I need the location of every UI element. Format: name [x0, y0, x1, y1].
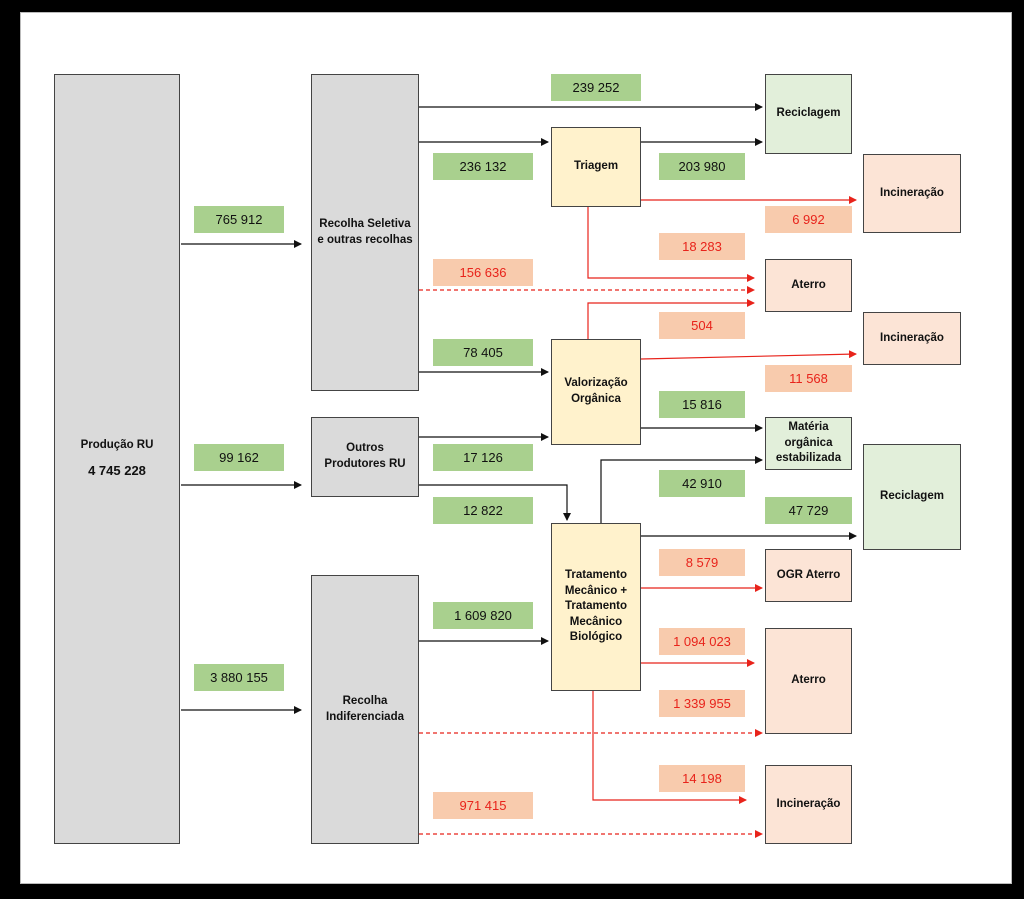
flow-label-seletiva-triagem: 236 132	[433, 153, 533, 180]
arrow-valorizacao-aterro	[587, 299, 755, 339]
reciclagem-box-1: Reciclagem	[765, 74, 852, 154]
flow-label-tratamento-materia: 42 910	[659, 470, 745, 497]
ogr-aterro-box: OGR Aterro	[765, 549, 852, 602]
materia-organica-box: Matéria orgânica estabilizada	[765, 417, 852, 470]
flow-label-outros-valorizacao: 17 126	[433, 444, 533, 471]
recolha-seletiva-box: Recolha Seletiva e outras recolhas	[311, 74, 419, 391]
diagram-canvas: Produção RU 4 745 228 Recolha Seletiva e…	[20, 12, 1012, 884]
arrow-outros-tratamento	[419, 484, 571, 521]
flow-label-valorizacao-aterro: 504	[659, 312, 745, 339]
flow-label-valorizacao-materia: 15 816	[659, 391, 745, 418]
flow-label-tratamento-ogr: 8 579	[659, 549, 745, 576]
flow-label-indif-aterro: 1 339 955	[659, 690, 745, 717]
arrow-triagem-aterro	[587, 207, 755, 282]
incineracao-box-2: Incineração	[863, 312, 961, 365]
tratamento-mecanico-box: Tratamento Mecânico + Tratamento Mecânic…	[551, 523, 641, 691]
flow-label-prod-seletiva: 765 912	[194, 206, 284, 233]
flow-label-valorizacao-incineracao: 11 568	[765, 365, 852, 392]
incineracao-box-1: Incineração	[863, 154, 961, 233]
flow-label-seletiva-valorizacao: 78 405	[433, 339, 533, 366]
flow-label-triagem-aterro: 18 283	[659, 233, 745, 260]
flow-label-outros-tratamento: 12 822	[433, 497, 533, 524]
valorizacao-organica-box: Valorização Orgânica	[551, 339, 641, 445]
incineracao-box-3: Incineração	[765, 765, 852, 844]
flow-label-tratamento-aterro: 1 094 023	[659, 628, 745, 655]
producao-ru-title: Produção RU	[80, 439, 154, 452]
arrow-tratamento-incineracao	[592, 691, 747, 804]
flow-label-prod-outros: 99 162	[194, 444, 284, 471]
flow-label-indif-incineracao: 971 415	[433, 792, 533, 819]
reciclagem-box-2: Reciclagem	[863, 444, 961, 550]
aterro-box-1: Aterro	[765, 259, 852, 312]
flow-label-triagem-reciclagem: 203 980	[659, 153, 745, 180]
aterro-box-2: Aterro	[765, 628, 852, 734]
flow-label-indif-tratamento: 1 609 820	[433, 602, 533, 629]
outros-produtores-box: Outros Produtores RU	[311, 417, 419, 497]
flow-arrows	[181, 103, 857, 838]
recolha-indiferenciada-box: Recolha Indiferenciada	[311, 575, 419, 844]
producao-ru-box: Produção RU 4 745 228	[54, 74, 180, 844]
flow-label-seletiva-aterro: 156 636	[433, 259, 533, 286]
flow-label-prod-indif: 3 880 155	[194, 664, 284, 691]
flow-label-tratamento-reciclagem: 47 729	[765, 497, 852, 524]
triagem-box: Triagem	[551, 127, 641, 207]
arrow-tratamento-materia	[600, 456, 763, 523]
producao-ru-value: 4 745 228	[88, 462, 146, 478]
arrow-valorizacao-incineracao	[640, 350, 857, 360]
flow-label-seletiva-reciclagem: 239 252	[551, 74, 641, 101]
flow-label-triagem-incineracao: 6 992	[765, 206, 852, 233]
flow-label-tratamento-incineracao: 14 198	[659, 765, 745, 792]
